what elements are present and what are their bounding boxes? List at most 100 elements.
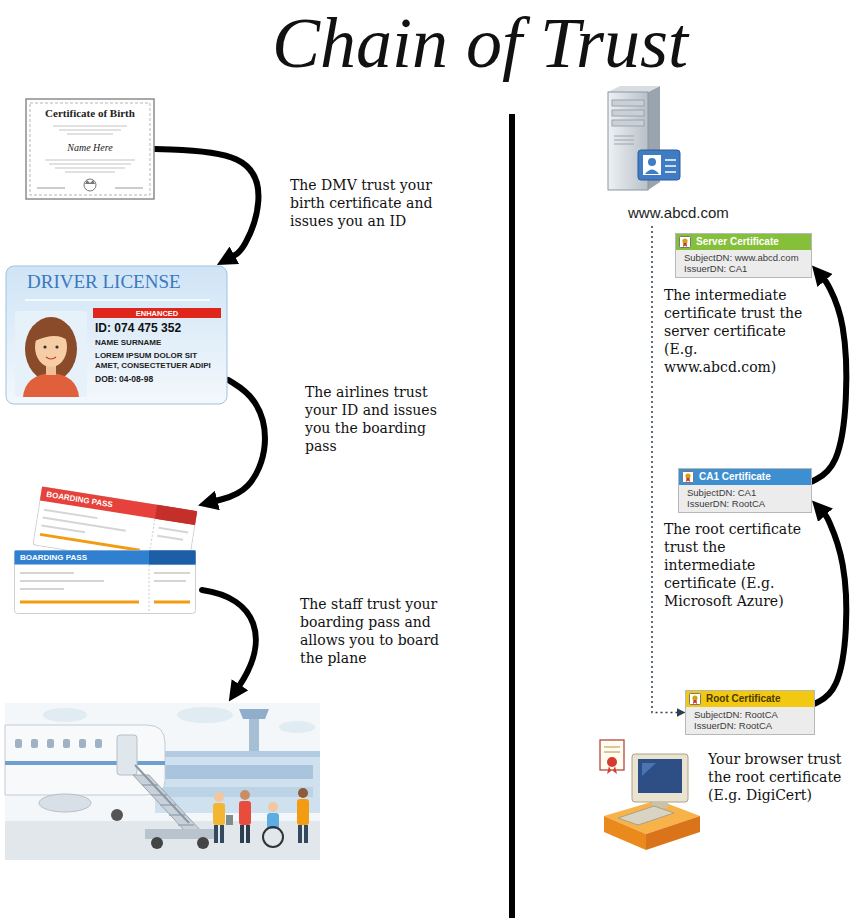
illustration-part: [93, 308, 221, 318]
illustration-part: [239, 709, 269, 719]
illustration-part: [612, 100, 644, 106]
illustration-part: [279, 721, 315, 733]
illustration-part: [15, 311, 87, 397]
illustration-part: [607, 757, 617, 767]
card-id: ID: 074 475 352: [95, 321, 223, 335]
illustration-part: [117, 735, 137, 775]
certificate-header: Server Certificate: [676, 234, 811, 250]
illustration-part: [304, 825, 308, 843]
illustration-part: [646, 816, 700, 850]
certificate-body: SubjectDN: RootCAIssuerDN: RootCA: [686, 707, 814, 734]
illustration-part: [20, 601, 139, 604]
certificate-field: SubjectDN: RootCA: [694, 709, 808, 720]
illustration-part: [240, 790, 250, 800]
certificate-field: SubjectDN: CA1: [687, 487, 805, 498]
certificate-field: IssuerDN: CA1: [684, 263, 805, 274]
illustration-part: [41, 525, 84, 532]
illustration-part: [665, 171, 676, 173]
illustration-part: [44, 510, 97, 518]
illustration-part: [20, 572, 74, 574]
illustration-part: [683, 243, 687, 247]
airport-scene: [5, 703, 320, 860]
illustration-part: [155, 751, 320, 757]
illustration-part: [600, 740, 624, 770]
illustration-part: [20, 580, 104, 582]
illustration-part: [686, 478, 690, 482]
arrow-caption: The intermediate certificate trust the s…: [664, 286, 806, 376]
arrow-caption: The root certificate trust the intermedi…: [664, 520, 806, 610]
illustration-part: [45, 159, 135, 160]
certificate-title: Certificate of Birth: [45, 107, 135, 120]
illustration-part: [178, 824, 194, 826]
illustration-part: [142, 784, 158, 786]
certificate-box: Server CertificateSubjectDN: www.abcd.co…: [675, 233, 812, 278]
illustration-part: [163, 765, 313, 779]
certificate-field: IssuerDN: RootCA: [687, 498, 805, 509]
illustration-part: [59, 129, 121, 130]
card-details: ID: 074 475 352NAME SURNAMELOREM IPSUM D…: [95, 321, 223, 384]
illustration-part: [642, 763, 656, 776]
certificate-field: IssuerDN: RootCA: [694, 720, 808, 731]
illustration-part: [20, 588, 64, 590]
illustration-part: [268, 802, 278, 812]
driver-license: DRIVER LICENSEENHANCEDID: 074 475 352NAM…: [5, 265, 228, 405]
illustration-part: [39, 794, 91, 812]
illustration-part: [15, 739, 22, 748]
certificate-body: SubjectDN: www.abcd.comIssuerDN: CA1: [676, 250, 811, 277]
illustration-part: [5, 703, 320, 860]
illustration-part: [197, 837, 209, 849]
illustration-part: [618, 806, 674, 825]
illustration-part: [298, 825, 302, 843]
card-badge: ENHANCED: [136, 309, 179, 318]
illustration-part: [297, 799, 309, 825]
illustration-part: [683, 472, 694, 483]
illustration-part: [15, 739, 102, 748]
illustration-part: [149, 565, 150, 612]
illustration-part: [693, 700, 697, 704]
illustration-part: [226, 815, 233, 825]
illustration-part: [154, 601, 190, 604]
illustration-part: [239, 801, 251, 825]
illustration-part: [53, 125, 127, 126]
card-name: NAME SURNAME: [95, 338, 223, 348]
illustration-part: [614, 144, 634, 145]
illustration-part: [43, 708, 87, 722]
illustration-part: [607, 766, 611, 774]
illustration-part: [220, 825, 224, 843]
illustration-part: [680, 237, 691, 248]
certificate-name: Name Here: [67, 142, 112, 154]
illustration-part: [685, 473, 690, 478]
certificate-title: Root Certificate: [706, 693, 808, 705]
illustration-part: [15, 551, 196, 565]
illustration-part: [155, 751, 320, 813]
illustration-part: [55, 167, 125, 168]
illustration-part: [163, 787, 313, 797]
diagram-title: Chain of Trust: [200, 0, 760, 86]
birth-certificate: Certificate of BirthName Here: [25, 98, 155, 200]
trust-arrow: [155, 149, 258, 256]
illustration-part: [214, 825, 218, 843]
illustration-part: [213, 803, 225, 825]
arrow-caption: The airlines trust your ID and issues yo…: [305, 383, 445, 455]
illustration-part: [682, 238, 687, 243]
illustration-part: [65, 171, 115, 172]
illustration-part: [177, 707, 233, 723]
illustration-part: [638, 150, 680, 180]
illustration-part: [47, 739, 54, 748]
illustration-part: [149, 551, 196, 565]
illustration-part: [612, 120, 644, 126]
illustration-part: [645, 170, 659, 175]
illustration-part: [159, 528, 189, 533]
certificate-field: SubjectDN: www.abcd.com: [684, 252, 805, 263]
illustration-part: [155, 149, 846, 713]
card-dob: DOB: 04-08-98: [95, 374, 223, 384]
certificate-icon: [689, 693, 702, 705]
arrow-caption: The DMV trust your birth certificate and…: [290, 176, 440, 230]
ticket-header: BOARDING PASS: [20, 553, 87, 562]
column-divider: [509, 114, 515, 918]
illustration-part: [604, 751, 620, 752]
illustration-part: [692, 695, 697, 700]
illustration-part: [608, 86, 660, 92]
boarding-pass: BOARDING PASSBOARDING PASS: [12, 486, 198, 616]
